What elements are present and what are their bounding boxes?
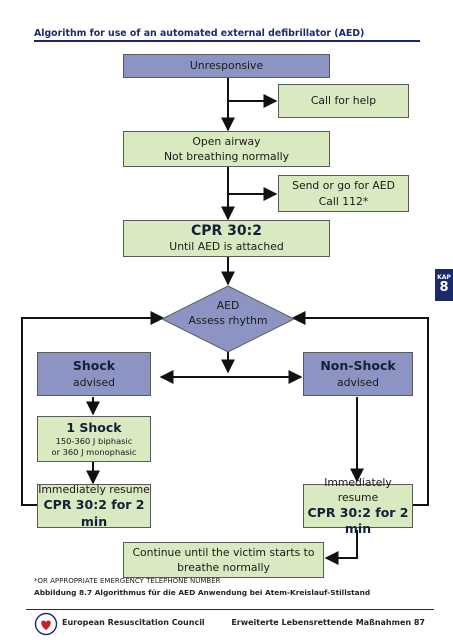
step-one-shock: 1 Shock 150-360 J biphasic or 360 J mono… (37, 416, 151, 462)
resume-right-line1: Immediately resume (324, 475, 392, 504)
step-shock-advised: Shock advised (37, 352, 151, 396)
continue-line2: breathe normally (177, 561, 270, 574)
step-nonshock-advised: Non-Shock advised (303, 352, 413, 396)
step-resume-cpr-right: Immediately resume CPR 30:2 for 2 min (303, 476, 413, 536)
resume-left-line2: CPR 30:2 for 2 min (43, 497, 145, 529)
chapter-tab-label: KAP (437, 273, 451, 281)
footer-publisher: European Resuscitation Council (62, 618, 205, 627)
step-call-for-help: Call for help (278, 84, 409, 118)
cpr-title: CPR 30:2 (190, 222, 262, 239)
erc-logo-icon (34, 612, 58, 636)
step-unresponsive: Unresponsive (123, 54, 330, 78)
shock-title: Shock (72, 358, 116, 374)
not-breathing-label: Not breathing normally (163, 150, 290, 163)
call-help-label: Call for help (310, 94, 377, 108)
step-resume-cpr-left: Immediately resume CPR 30:2 for 2 min (37, 483, 151, 529)
footer-divider (26, 609, 434, 610)
assess-rhythm-label: Assess rhythm (188, 314, 268, 328)
footnote: *OR APPROPRIATE EMERGENCY TELEPHONE NUMB… (34, 577, 221, 585)
aed-diamond-text: AED Assess rhythm (160, 298, 296, 328)
loop-left-to-aed (21, 311, 165, 506)
step-cpr: CPR 30:2 Until AED is attached (123, 220, 330, 257)
nonshock-title: Non-Shock (320, 358, 396, 374)
open-airway-label: Open airway (192, 134, 261, 148)
chapter-tab-number: 8 (439, 279, 449, 295)
one-shock-title: 1 Shock (66, 420, 122, 436)
step-continue: Continue until the victim starts to brea… (123, 542, 324, 578)
send-aed-label: Send or go for AED (292, 179, 395, 193)
aed-label: AED (216, 299, 240, 312)
arrow-resume-to-continue (324, 530, 358, 565)
figure-caption: Abbildung 8.7 Algorithmus für die AED An… (34, 588, 371, 597)
nonshock-subtitle: advised (337, 375, 379, 389)
chapter-tab: KAP 8 (435, 269, 453, 301)
joules-biphasic: 150-360 J biphasic (55, 436, 133, 447)
joules-monophasic: or 360 J monophasic (51, 447, 137, 458)
unresponsive-label: Unresponsive (189, 59, 264, 73)
page-header-title: Algorithm for use of an automated extern… (34, 28, 365, 39)
header-divider (34, 40, 420, 42)
step-send-for-aed: Send or go for AED Call 112* (278, 175, 409, 212)
aed-diamond (160, 285, 296, 353)
resume-right-line2: CPR 30:2 for 2 min (307, 504, 409, 537)
loop-right-to-aed (291, 311, 429, 506)
shock-subtitle: advised (73, 375, 115, 389)
call-112-label: Call 112* (318, 194, 369, 208)
cpr-subtitle: Until AED is attached (169, 240, 284, 254)
continue-line1: Continue until the victim starts to (132, 545, 315, 559)
footer-page-info: Erweiterte Lebensrettende Maßnahmen 87 (231, 618, 425, 627)
step-open-airway: Open airway Not breathing normally (123, 131, 330, 167)
resume-left-line1: Immediately resume (38, 483, 150, 497)
